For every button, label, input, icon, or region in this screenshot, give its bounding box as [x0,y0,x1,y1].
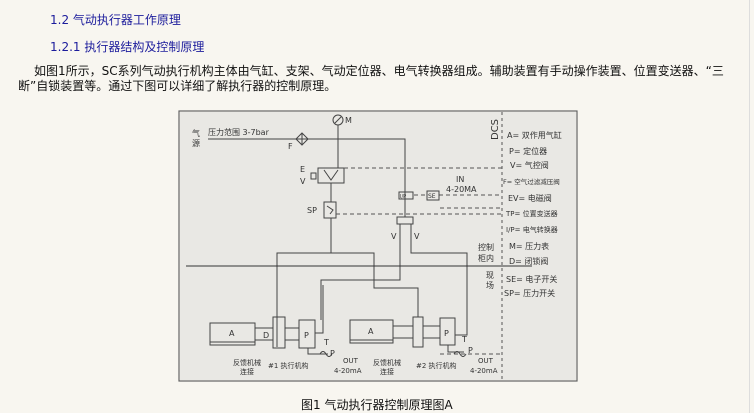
label: I/P [400,194,406,200]
pressure-switch-icon [323,201,337,219]
label: SP [307,206,317,215]
label: 控制 [478,242,494,252]
ip-converter-icon [398,191,414,200]
legend-item: I/P= 电气转换器 [506,225,558,234]
label: 源 [192,139,200,148]
label: P [468,346,473,355]
label: 气 [192,128,200,138]
legend-item: SP= 压力开关 [504,288,555,298]
feedback-spring-2-icon [453,351,467,357]
label: 压力范围 3-7bar [208,127,270,137]
label: SE [428,193,436,200]
cylinder-a1-icon [209,322,256,346]
right-border [749,0,750,413]
label: 现 [486,271,494,280]
label: DCS [490,119,501,140]
body-paragraph: 如图1所示，SC系列气动执行机构主体由气缸、支架、气动定位器、电气转换器组成。辅… [18,64,724,93]
label: 反馈机械 [373,358,401,367]
label: 4-20mA [334,367,362,375]
label: #2 执行机构 [416,361,457,370]
label: 连接 [380,367,394,376]
positioner-p1-icon [298,319,316,349]
label: OUT [343,357,359,365]
legend-item: EV= 电磁阀 [508,193,552,203]
label: V [391,232,397,241]
label: A [368,327,374,336]
label: V [414,232,420,241]
label: E [300,165,305,174]
label: #1 执行机构 [268,361,309,370]
legend-item: F= 空气过滤减压阀 [503,177,560,186]
cylinder-a2-icon [349,319,394,344]
control-diagram-figure: 气 源 压力范围 3-7bar F M E V SP I/P SE IN 4-2… [178,110,578,382]
label: A [229,329,235,338]
electronic-switch-icon [426,190,440,201]
label: P [444,329,449,338]
label: T [461,335,467,344]
label: P [304,331,309,340]
air-supply-line [208,138,406,217]
label: F [288,142,293,151]
label: V [300,177,306,186]
lock-valve-2-icon [412,316,424,348]
label: 反馈机械 [233,358,261,367]
lock-valve-d1-icon [272,316,286,349]
legend-item: M= 压力表 [509,241,549,251]
label: M [345,116,352,125]
legend-item: P= 定位器 [509,146,547,156]
section-heading: 1.2 气动执行器工作原理 [50,13,181,27]
legend-item: V= 气控阀 [510,160,549,170]
label: P [330,349,335,358]
label: 4-20mA [470,367,498,375]
solenoid-coil-icon [310,172,317,180]
label: OUT [478,357,494,365]
position-transmitter-icon [396,216,414,225]
legend-item: D= 闭锁阀 [509,256,548,266]
figure-caption: 图1 气动执行器控制原理图A [301,398,453,412]
label: 4-20MA [446,185,477,194]
legend-item: A= 双作用气缸 [507,130,562,140]
subsection-heading: 1.2.1 执行器结构及控制原理 [50,40,205,54]
label: 场 [486,281,494,290]
legend-item: TP= 位置变送器 [505,209,558,218]
label: D [263,331,269,340]
label: IN [456,175,464,184]
label: T [323,338,329,347]
label: 连接 [240,367,254,376]
label: 柜内 [478,253,494,263]
feedback-spring-icon [319,351,333,357]
legend-item: SE= 电子开关 [506,274,557,284]
